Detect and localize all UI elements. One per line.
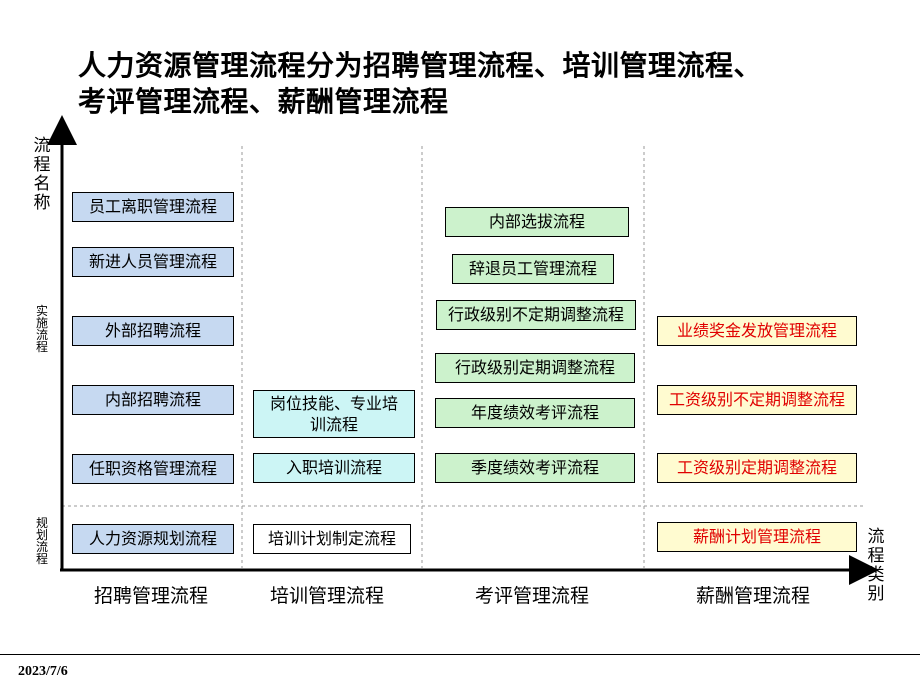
flow-box-wage-regular: 工资级别定期调整流程: [657, 453, 857, 483]
page-title: 人力资源管理流程分为招聘管理流程、培训管理流程、 考评管理流程、薪酬管理流程: [78, 48, 762, 120]
flow-box-admin-regular: 行政级别定期调整流程: [435, 353, 635, 383]
flow-box-training-planning: 培训计划制定流程: [253, 524, 411, 554]
footer-date: 2023/7/6: [18, 664, 68, 679]
flow-box-onboarding: 入职培训流程: [253, 453, 415, 483]
flow-box-qualification: 任职资格管理流程: [72, 454, 234, 484]
flow-box-annual-evaluation: 年度绩效考评流程: [435, 398, 635, 428]
category-training: 培训管理流程: [269, 585, 384, 607]
flow-box-quarterly-evaluation: 季度绩效考评流程: [435, 453, 635, 483]
flow-box-admin-irregular: 行政级别不定期调整流程: [436, 300, 636, 330]
category-compensation: 薪酬管理流程: [695, 585, 810, 607]
flow-box-hr-planning: 人力资源规划流程: [72, 524, 234, 554]
flow-box-new-hire: 新进人员管理流程: [72, 247, 234, 277]
flow-box-dismissal: 辞退员工管理流程: [452, 254, 614, 284]
flow-box-external-recruitment: 外部招聘流程: [72, 316, 234, 346]
category-evaluation: 考评管理流程: [474, 585, 589, 607]
planning-label: 规划流程: [35, 516, 48, 566]
category-recruitment: 招聘管理流程: [93, 585, 208, 607]
flow-box-compensation-planning: 薪酬计划管理流程: [657, 522, 857, 552]
flow-box-internal-recruitment: 内部招聘流程: [72, 385, 234, 415]
footer-divider: [0, 654, 920, 655]
y-axis-label: 流程名称: [33, 136, 51, 213]
implementation-label: 实施流程: [35, 304, 48, 354]
x-axis-label: 流程类别: [867, 527, 885, 604]
flow-box-resignation: 员工离职管理流程: [72, 192, 234, 222]
flow-box-skills-training: 岗位技能、专业培训流程: [253, 390, 415, 438]
flow-box-wage-irregular: 工资级别不定期调整流程: [657, 385, 857, 415]
flow-box-internal-selection: 内部选拔流程: [445, 207, 629, 237]
title-line-2: 考评管理流程、薪酬管理流程: [78, 85, 449, 118]
flow-box-bonus: 业绩奖金发放管理流程: [657, 316, 857, 346]
title-line-1: 人力资源管理流程分为招聘管理流程、培训管理流程、: [78, 49, 763, 82]
